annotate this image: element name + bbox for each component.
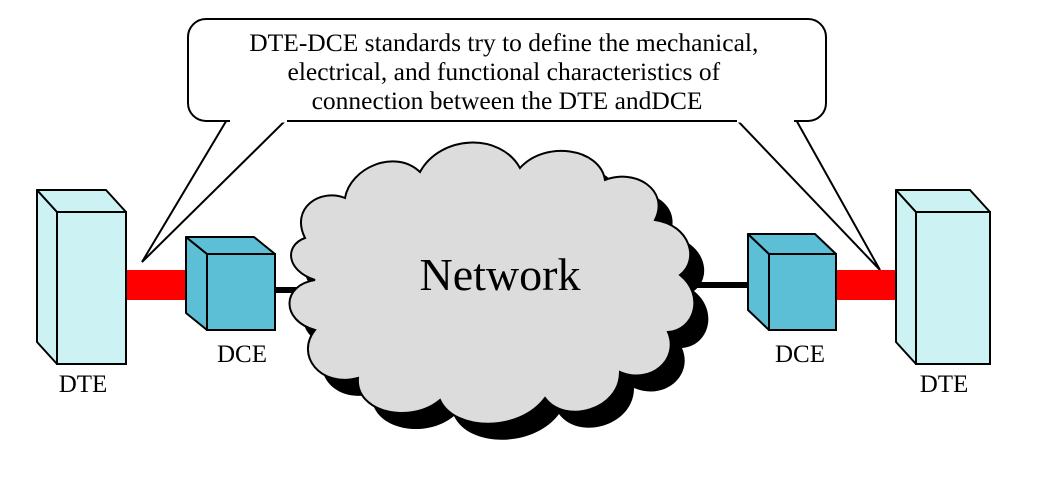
callout: DTE-DCE standards try to define the mech…	[141, 18, 881, 271]
network-label: Network	[420, 249, 581, 300]
callout-text-line-2: electrical, and functional characteristi…	[288, 57, 721, 86]
right-dte	[895, 189, 991, 365]
callout-text-line-3: connection between the DTE andDCE	[312, 86, 703, 115]
network-cloud: Network	[288, 141, 709, 440]
right-dce	[747, 233, 837, 331]
callout-text-line-1: DTE-DCE standards try to define the mech…	[249, 28, 758, 57]
right-dce-label: DCE	[775, 341, 825, 368]
network-cloud-body	[288, 141, 696, 425]
right-dte-label: DTE	[920, 371, 969, 398]
left-dce	[185, 236, 276, 331]
svg-text:DTE-DCE standards try to defin: DTE-DCE standards try to define the mech…	[249, 28, 765, 115]
callout-box	[187, 18, 827, 122]
left-dte	[36, 189, 127, 365]
left-dte-dce-link	[126, 270, 188, 300]
left-dte-label: DTE	[59, 371, 108, 398]
left-dce-label: DCE	[217, 341, 267, 368]
right-dte-dce-link	[833, 270, 897, 300]
